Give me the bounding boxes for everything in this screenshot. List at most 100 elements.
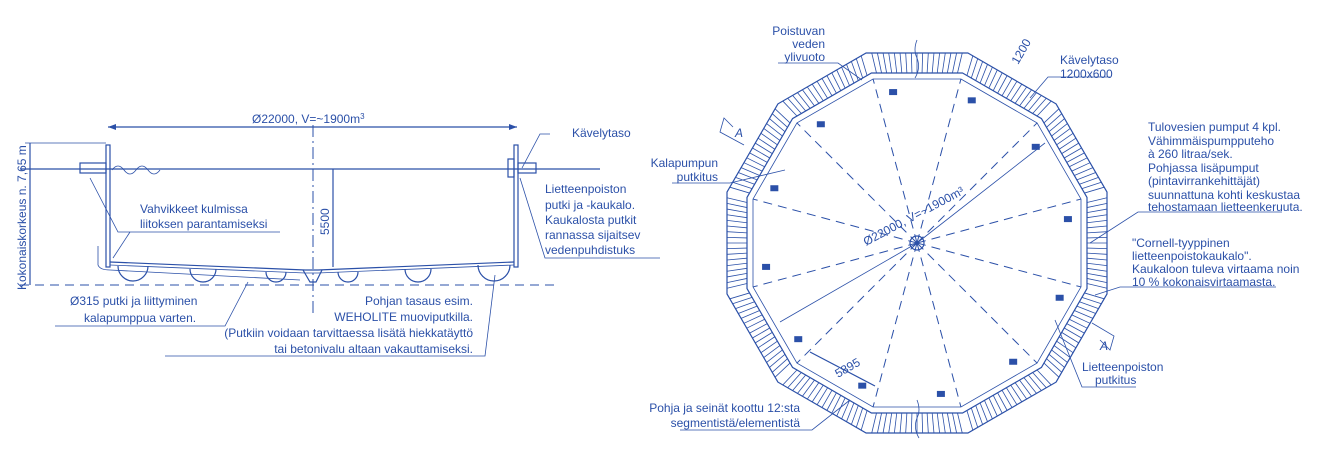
grating-bar: [992, 395, 1003, 414]
grating-bar: [1086, 252, 1108, 255]
grating-bar: [1081, 296, 1102, 305]
grating-bar: [931, 52, 935, 74]
grating-bar: [1051, 349, 1068, 363]
grating-bar: [1069, 318, 1088, 329]
grating-bar: [882, 412, 888, 434]
leader: [89, 177, 280, 233]
pump-icon: [1031, 143, 1040, 150]
grating-bar: [1086, 203, 1108, 208]
grating-bar: [1066, 323, 1085, 334]
grating-bar: [936, 412, 941, 434]
grating-bar: [888, 412, 893, 434]
grating-bar: [797, 92, 811, 109]
grating-bar: [1086, 197, 1108, 203]
walkway-segment: [871, 412, 963, 434]
arrow-icon: [108, 124, 116, 130]
grating-bar: [1043, 108, 1060, 124]
leader: [521, 133, 550, 169]
grating-bar: [997, 392, 1008, 411]
text-line: à 260 litraa/sek.: [1148, 147, 1233, 161]
grating-bar: [941, 52, 946, 74]
walkway-label: Kävelytaso: [572, 126, 631, 140]
text-line: (pintavirrankehittäjät): [1148, 174, 1260, 188]
grating-bar: [816, 81, 828, 99]
grating-bar: [952, 412, 957, 434]
grating-bar: [905, 52, 908, 74]
cornell-label: "Cornell-tyyppinen lietteenpoistokaukalo…: [1132, 236, 1299, 289]
grating-bar: [752, 147, 770, 159]
text-line: Tulovesien pumput 4 kpl.: [1148, 120, 1281, 134]
grating-bar: [1043, 362, 1060, 378]
grating-bar: [936, 52, 941, 74]
grating-bar: [811, 384, 824, 403]
grating-bar: [746, 157, 765, 168]
grating-bar: [1086, 219, 1108, 224]
grating-bar: [826, 392, 837, 411]
grating-bar: [952, 52, 957, 74]
grating-bar: [1086, 283, 1108, 289]
section-diameter-label: Ø22000, V=~1900m3: [252, 112, 365, 126]
grating-bar: [755, 332, 773, 344]
arrow-icon: [509, 124, 517, 130]
grating-bar: [970, 407, 979, 428]
grating-bar: [975, 61, 983, 81]
right-walkway: [517, 162, 537, 174]
grating-bar: [749, 323, 768, 334]
grating-bar: [774, 108, 791, 124]
text-line: suunnattuna kohti keskustaa: [1148, 188, 1300, 202]
left-wall: [105, 144, 111, 268]
leader: [672, 169, 786, 184]
grating-bar: [1046, 358, 1063, 373]
grating-bar: [855, 407, 864, 428]
grating-bar: [743, 162, 763, 172]
grating-bar: [821, 390, 833, 408]
walkway-segment: [871, 52, 963, 74]
grating-bar: [1032, 372, 1047, 389]
grating-bar: [1048, 353, 1065, 368]
grating-bar: [931, 412, 935, 434]
grating-bar: [846, 402, 855, 422]
grating-bar: [855, 58, 864, 79]
sludge-label: Lietteenpoiston putki ja -kaukalo. Kauka…: [545, 182, 640, 257]
grating-bar: [1076, 172, 1096, 181]
text-line: Kaukaloon tuleva virtaama noin: [1132, 262, 1299, 276]
grating-bar: [1014, 382, 1028, 400]
outer-walkway-edge: [726, 52, 1108, 434]
grating-bar: [757, 137, 776, 150]
grating-bar: [743, 314, 763, 324]
walkway-segment: [782, 55, 868, 117]
plan-view: [726, 39, 1108, 439]
grating-bar: [1061, 332, 1079, 344]
grating-bar: [771, 358, 788, 373]
pump-icon: [936, 390, 945, 397]
grating-bar: [755, 142, 773, 154]
grating-bar: [1006, 81, 1018, 99]
grating-bar: [1086, 257, 1108, 261]
leader: [519, 177, 660, 259]
text-line: Lietteenpoiston: [545, 182, 626, 196]
walkway-segment: [726, 197, 748, 289]
pump-icon: [762, 263, 771, 270]
grating-bar: [975, 405, 983, 425]
radial-segment-line: [916, 242, 1038, 364]
grating-bar: [979, 64, 988, 84]
grating-bar: [726, 272, 748, 278]
grating-bar: [792, 95, 807, 112]
grating-bar: [1036, 369, 1052, 386]
grating-bar: [726, 231, 748, 234]
grating-bar: [984, 66, 993, 86]
grating-bar: [1036, 100, 1052, 117]
grating-bar: [726, 236, 748, 239]
grating-bar: [1064, 147, 1082, 159]
walkway-segment: [729, 292, 791, 378]
inner-walkway-edge: [746, 72, 1088, 414]
grating-bar: [860, 410, 868, 431]
sump: [302, 269, 323, 283]
overflow-label: veden: [792, 37, 825, 51]
grating-bar: [1053, 128, 1071, 141]
leader: [55, 281, 249, 327]
grating-bar: [1001, 78, 1013, 96]
grating-bar: [1053, 345, 1071, 358]
grating-bar: [1032, 97, 1047, 114]
grating-bar: [1006, 387, 1018, 405]
